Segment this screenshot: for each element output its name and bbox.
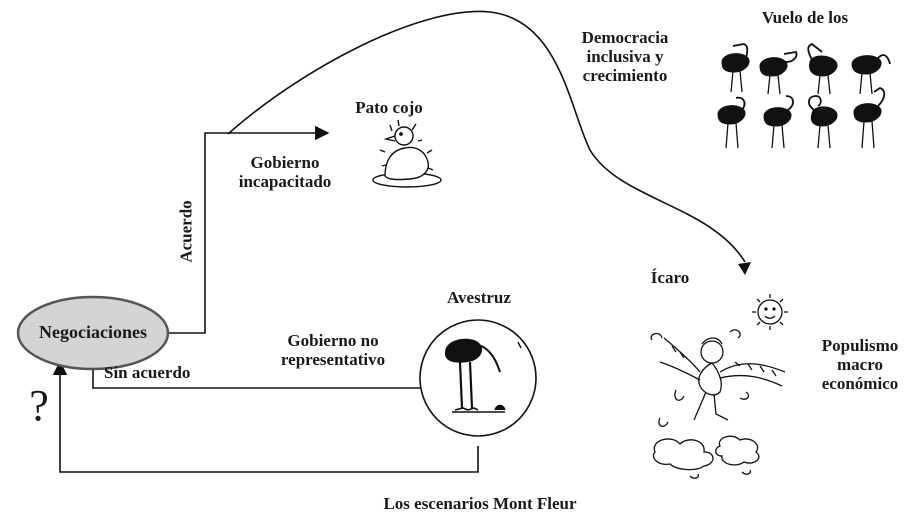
bird-2 [759, 51, 798, 95]
bird-1 [721, 43, 750, 93]
lame-duck-illustration [372, 119, 442, 188]
icarus-description-line: Populismo [821, 336, 899, 355]
ostrich-illustration [419, 319, 537, 437]
ostrich-title: Avestruz [447, 288, 511, 307]
icarus-arrowhead [738, 262, 751, 275]
flamingos-description-line: crecimiento [582, 66, 668, 85]
question-mark: ? [29, 381, 49, 430]
flamingos-title: Vuelo de los [761, 8, 849, 27]
flamingos-illustration [717, 42, 891, 149]
agreement-connector [168, 125, 330, 334]
icarus-description-line: económico [821, 374, 899, 393]
icarus-description-line: macro [837, 355, 883, 374]
ostrich-description-line: representativo [280, 350, 386, 369]
no-agreement-branch-label: Sin acuerdo [104, 363, 191, 382]
bird-4 [851, 54, 891, 95]
sun-icon [752, 294, 788, 330]
icarus-description: Populismo macro económico [805, 336, 915, 393]
flamingos-description-line: Democracia [581, 28, 669, 47]
negociaciones-label: Negociaciones [39, 322, 147, 342]
bird-8 [853, 87, 886, 149]
lame-duck-description-line: incapacitado [238, 172, 332, 191]
diagram-caption: Los escenarios Mont Fleur [383, 494, 577, 513]
lame-duck-title: Pato cojo [355, 98, 423, 117]
ostrich-description: Gobierno no representativo [268, 331, 398, 369]
bird-3 [807, 42, 838, 95]
bird-5 [717, 96, 746, 149]
flamingos-description: Democracia inclusiva y crecimiento [560, 28, 690, 85]
flamingos-description-line: inclusiva y [586, 47, 664, 66]
icarus-title: Ícaro [650, 268, 690, 287]
negociaciones-node [16, 295, 170, 371]
lame-duck-description: Gobierno incapacitado [220, 153, 350, 191]
bird-6 [763, 95, 794, 149]
ostrich-description-line: Gobierno no [287, 331, 379, 350]
flight-arc [227, 10, 746, 263]
lame-duck-description-line: Gobierno [250, 153, 320, 172]
agreement-branch-label: Acuerdo [176, 200, 196, 263]
icarus-illustration [650, 294, 788, 479]
bird-7 [808, 95, 838, 149]
return-loop [52, 360, 479, 473]
